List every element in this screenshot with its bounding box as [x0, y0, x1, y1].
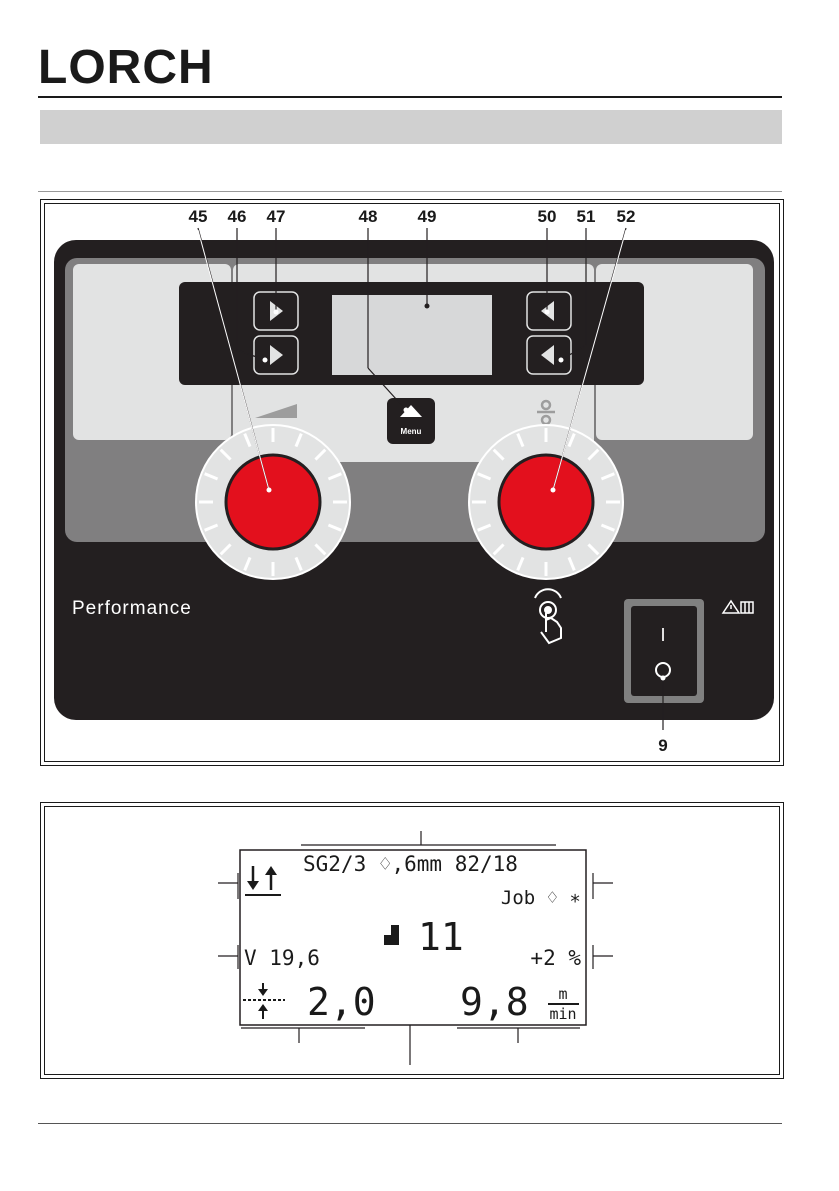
callout-50: 50 — [538, 207, 557, 226]
lcd-wire-speed-unit-bottom: min — [549, 1005, 576, 1023]
lcd-wire-speed-unit-top: m — [558, 985, 567, 1003]
button-51[interactable] — [527, 336, 571, 374]
lcd-thickness-value: 2,0 — [307, 980, 376, 1024]
right-control-knob[interactable] — [468, 424, 624, 580]
switch-on-symbol: I — [660, 625, 665, 645]
lcd-correction: +2 % — [530, 946, 581, 970]
lcd-voltage: V 19,6 — [244, 946, 320, 970]
callout-9: 9 — [658, 736, 667, 755]
lcd-top-line: SG2/3 ♢,6mm 82/18 — [303, 852, 518, 876]
callout-48: 48 — [359, 207, 378, 226]
header-rule — [38, 96, 782, 98]
lcd-wire-speed-value: 9,8 — [460, 980, 529, 1024]
callout-49: 49 — [418, 207, 437, 226]
lcd-display — [332, 295, 492, 375]
menu-button-label: Menu — [401, 427, 422, 436]
model-label: Performance — [72, 598, 192, 619]
lcd-frame — [240, 850, 586, 1025]
figure-lcd-display: SG2/3 ♢,6mm 82/18 Job ♢ ∗ V 19,6 11 +2 %… — [40, 802, 784, 1079]
lcd-drawing: SG2/3 ♢,6mm 82/18 Job ♢ ∗ V 19,6 11 +2 %… — [41, 803, 785, 1080]
control-panel-drawing: Menu Performance — [41, 200, 785, 767]
callout-51: 51 — [577, 207, 596, 226]
menu-button[interactable]: Menu — [387, 398, 435, 444]
callout-45: 45 — [189, 207, 208, 226]
figure-control-panel: Menu Performance — [40, 199, 784, 766]
section-header-bar — [40, 110, 782, 144]
lcd-power-value: 11 — [418, 915, 464, 959]
callout-52: 52 — [617, 207, 636, 226]
callout-47: 47 — [267, 207, 286, 226]
footer-rule — [38, 1123, 782, 1124]
brand-logo: LORCH — [38, 44, 214, 92]
button-46[interactable] — [254, 336, 298, 374]
lcd-job-label: Job ♢ ∗ — [501, 887, 581, 909]
power-switch[interactable]: I — [624, 599, 704, 703]
section-divider — [38, 191, 782, 192]
callout-46: 46 — [228, 207, 247, 226]
left-control-knob[interactable] — [195, 424, 351, 580]
